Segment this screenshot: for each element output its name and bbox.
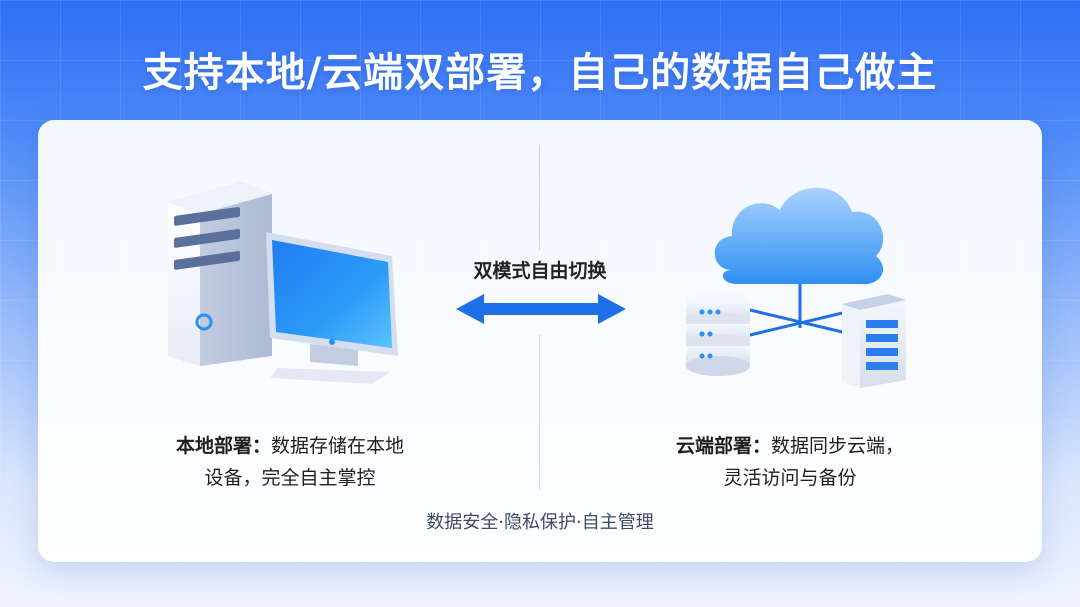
local-description: 本地部署：数据存储在本地 设备，完全自主掌控 xyxy=(110,430,470,494)
cloud-server-icon xyxy=(686,187,906,388)
local-text-line2: 设备，完全自主掌控 xyxy=(204,467,376,489)
cloud-description: 云端部署：数据同步云端， 灵活访问与备份 xyxy=(610,430,970,494)
desktop-computer-icon xyxy=(168,182,398,384)
switch-label: 双模式自由切换 xyxy=(473,260,607,282)
local-text-line1: 数据存储在本地 xyxy=(271,435,405,457)
center-divider-bottom xyxy=(539,335,540,490)
page-title: 支持本地/云端双部署，自己的数据自己做主 xyxy=(142,50,938,96)
cloud-heading: 云端部署： xyxy=(675,435,771,457)
local-heading: 本地部署： xyxy=(175,435,271,457)
cloud-text-line1: 数据同步云端， xyxy=(771,435,905,457)
double-arrow-icon xyxy=(456,294,626,324)
footer-tagline: 数据安全·隐私保护·自主管理 xyxy=(426,512,654,533)
center-divider-top xyxy=(539,145,540,250)
cloud-text-line2: 灵活访问与备份 xyxy=(723,467,857,489)
